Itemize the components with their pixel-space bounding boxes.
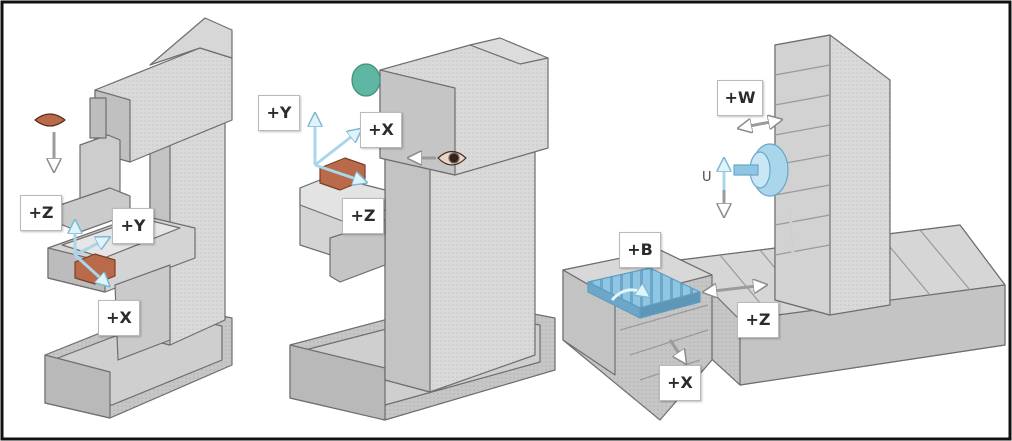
drill-axis-label-z: +Z — [20, 195, 62, 231]
drill-axis-label-x: +X — [98, 300, 140, 336]
mill-axis-label-x: +X — [360, 112, 402, 148]
boring-mill-axis-label-w: +W — [717, 80, 763, 116]
vertical-drill-axis-arrows — [54, 132, 108, 285]
mill-axis-label-y: +Y — [258, 95, 300, 131]
vertical-mill-axis-arrows — [315, 115, 436, 182]
boring-mill-axis-label-b: +B — [619, 232, 661, 268]
boring-mill-axis-label-x: +X — [659, 365, 701, 401]
drill-axis-label-y: +Y — [112, 208, 154, 244]
horizontal-boring-mill-machine — [562, 34, 1006, 421]
horizontal-boring-mill-axis-arrows — [610, 120, 795, 362]
boring-mill-axis-label-u: U — [702, 170, 712, 185]
mill-axis-label-z: +Z — [342, 198, 384, 234]
vertical-mill-machine — [289, 37, 556, 421]
boring-mill-axis-label-z: +Z — [737, 302, 779, 338]
